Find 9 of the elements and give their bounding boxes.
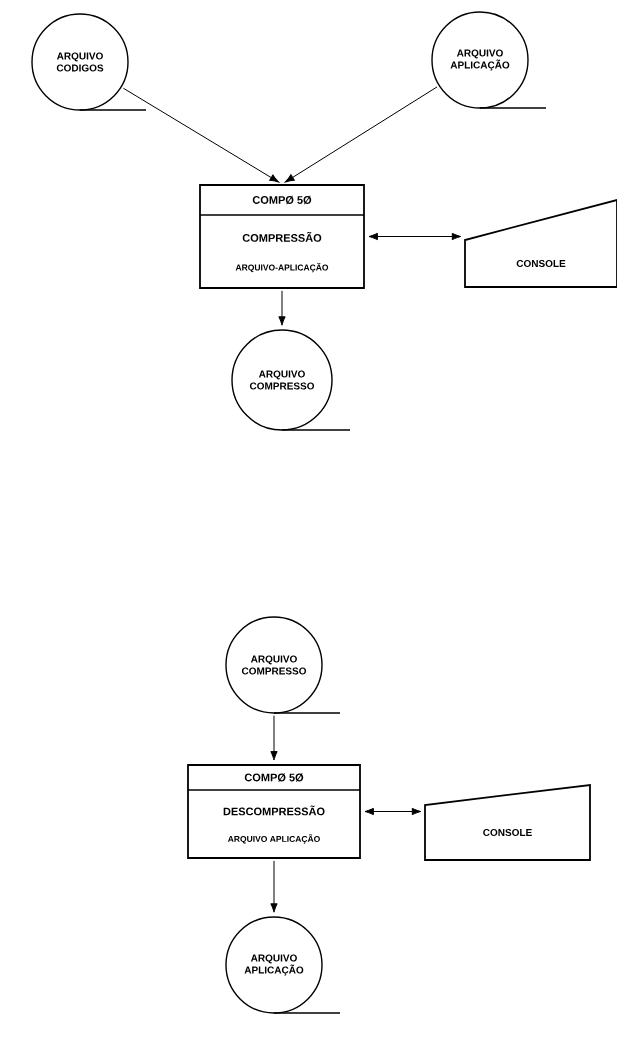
- arrow: [368, 232, 462, 241]
- arrow: [285, 86, 438, 183]
- process-box: COMPØ 5Ø DESCOMPRESSÃO ARQUIVO APLICAÇÃO: [187, 764, 361, 859]
- arrow: [278, 290, 286, 326]
- arrow: [122, 87, 279, 183]
- arrow: [364, 807, 422, 816]
- arrow: [270, 860, 278, 913]
- process-box: COMPØ 5Ø COMPRESSÃO ARQUIVO-APLICAÇÃO: [199, 184, 365, 289]
- arrow: [270, 715, 278, 761]
